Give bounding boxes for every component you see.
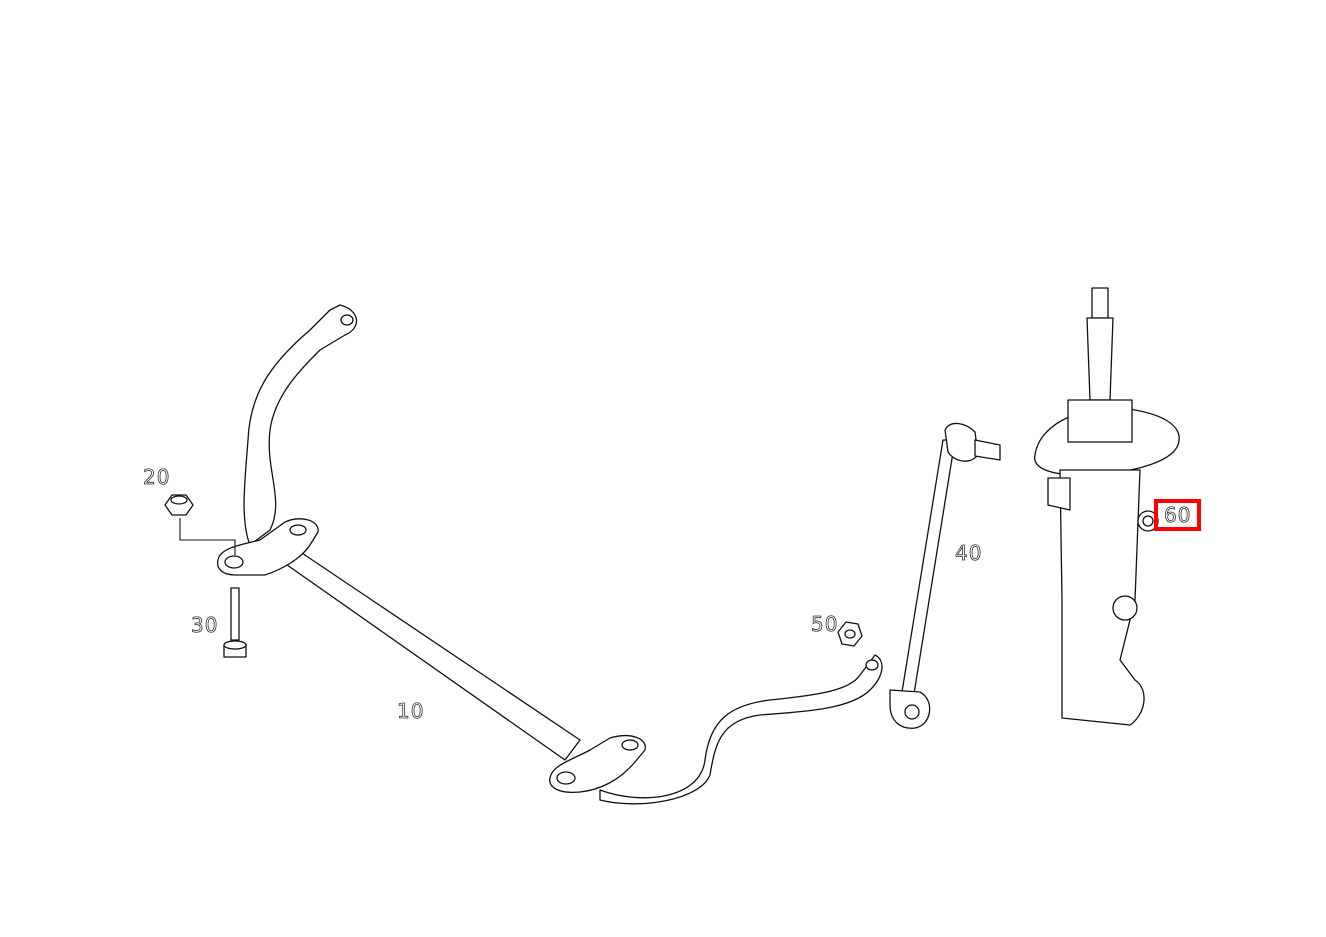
clamp-left — [216, 518, 319, 576]
clamp-right — [549, 735, 646, 794]
label-20[interactable]: 20 — [143, 465, 171, 490]
nut-50-icon[interactable] — [837, 621, 863, 647]
strut-assembly — [1034, 287, 1180, 726]
nut-60-icon[interactable] — [1137, 510, 1159, 532]
label-40[interactable]: 40 — [955, 541, 983, 566]
stabilizer-bar[interactable] — [243, 304, 883, 805]
bolt-30-icon[interactable] — [223, 587, 247, 658]
label-10[interactable]: 10 — [397, 699, 425, 724]
nut-20-icon[interactable] — [164, 494, 194, 516]
leader-line-20 — [179, 518, 236, 555]
link-rod-40[interactable] — [889, 422, 1001, 729]
label-30[interactable]: 30 — [191, 613, 219, 638]
label-50[interactable]: 50 — [811, 612, 839, 637]
label-60-highlighted[interactable]: 60 — [1153, 499, 1202, 531]
